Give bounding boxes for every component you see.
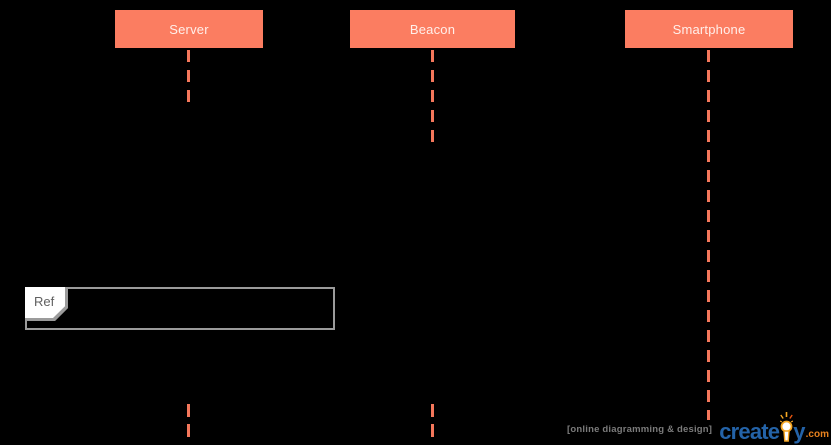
server-lifeline-bottom-segment [187,404,190,439]
lightbulb-icon [779,411,794,443]
smartphone-lifeline [707,50,710,420]
creately-watermark[interactable]: [online diagramming & design] create y .… [567,411,829,444]
participant-beacon-label: Beacon [409,21,456,37]
beacon-lifeline-top-segment [431,50,434,143]
participant-smartphone-label: Smartphone [672,21,746,37]
participant-server[interactable]: Server [115,10,263,48]
server-lifeline-top-segment [187,50,190,105]
participant-server-label: Server [169,21,209,37]
ref-label-text: Ref [25,287,65,318]
watermark-tagline: [online diagramming & design] [567,424,713,435]
creately-logo-text-create: create [719,419,780,444]
participant-smartphone[interactable]: Smartphone [625,10,793,48]
creately-logo-text-y: y [793,419,805,444]
beacon-lifeline-bottom-segment [431,404,434,440]
participant-beacon[interactable]: Beacon [350,10,515,48]
creately-logo-dotcom: .com [805,429,829,440]
ref-label-pentagon: Ref [25,287,68,321]
ref-fragment[interactable]: Ref [25,287,335,330]
creately-logo[interactable]: create y .com [719,411,829,444]
